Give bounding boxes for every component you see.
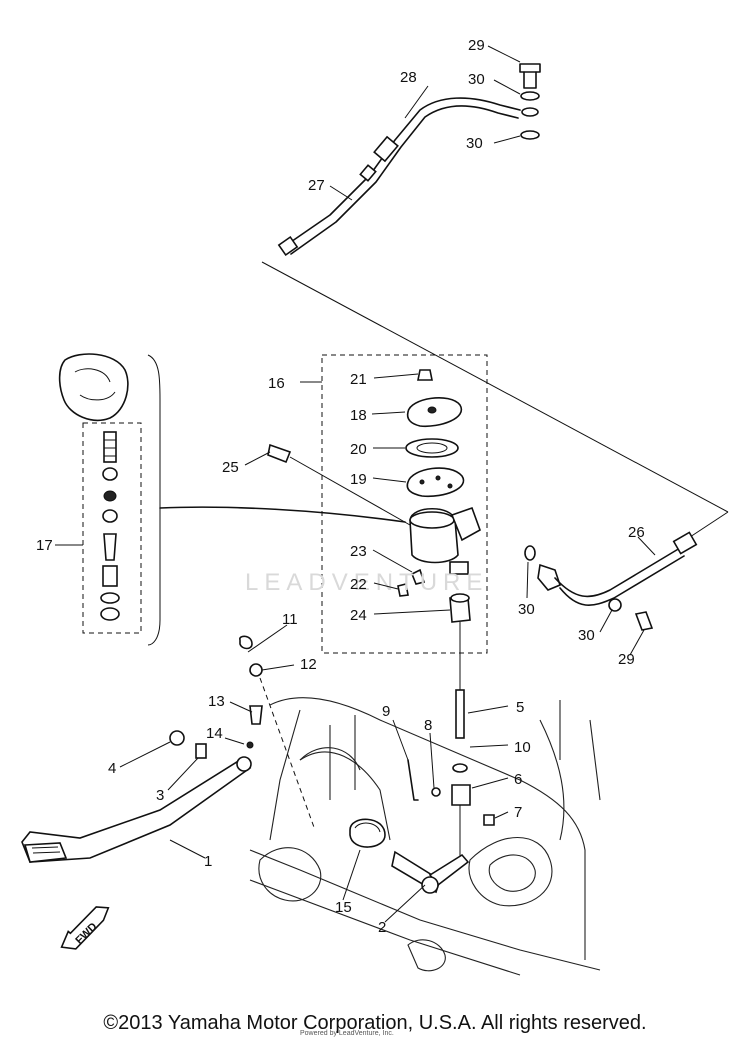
callout-25: 25 [222,459,239,476]
callout-2: 2 [378,919,386,936]
callout-30-upper: 30 [466,135,483,152]
push-rod-linkage [349,622,495,894]
callout-1: 1 [204,853,212,870]
lower-brake-hose [267,443,698,631]
group-16-box [321,354,488,654]
upper-brake-hose [277,63,541,257]
powered-by-text: Powered by LeadVenture, Inc. [300,1030,394,1037]
callout-29-top: 29 [468,37,485,54]
callout-30-lower-left: 30 [518,601,535,618]
callout-11: 11 [282,611,298,628]
callout-8: 8 [424,717,432,734]
forward-direction-arrow: FWD [60,906,110,950]
callout-28: 28 [400,69,417,86]
callout-10: 10 [514,739,531,756]
watermark-text: LEADVENTURE [245,569,488,596]
callout-24: 24 [350,607,367,624]
callout-30-top: 30 [468,71,485,88]
callout-20: 20 [350,441,367,458]
callout-29-bottom: 29 [618,651,635,668]
leader-lines [119,45,656,923]
callout-18: 18 [350,407,367,424]
callout-30-lower-right: 30 [578,627,595,644]
callout-17: 17 [36,537,53,554]
callout-21: 21 [350,371,367,388]
callout-12: 12 [300,656,317,673]
callout-7: 7 [514,804,522,821]
group-17-kit [55,353,161,646]
callout-16: 16 [268,375,285,392]
callout-9: 9 [382,703,390,720]
dashed-reference-line [261,261,729,513]
callout-14: 14 [206,725,223,742]
callout-5: 5 [516,699,524,716]
reservoir-line [159,506,406,523]
callout-labels: 1 2 3 4 5 6 7 8 9 10 11 12 13 14 15 16 1… [36,37,645,936]
callout-15: 15 [335,899,352,916]
callout-4: 4 [108,760,116,777]
master-cylinder-assembly [397,369,481,623]
callout-19: 19 [350,471,367,488]
callout-22: 22 [350,576,367,593]
callout-26: 26 [628,524,645,541]
callout-13: 13 [208,693,225,710]
callout-6: 6 [514,771,522,788]
callout-3: 3 [156,787,164,804]
brake-pedal [21,635,316,863]
frame-structure [249,697,601,976]
copyright-notice: ©2013 Yamaha Motor Corporation, U.S.A. A… [103,1012,647,1034]
callout-27: 27 [308,177,325,194]
callout-23: 23 [350,543,367,560]
